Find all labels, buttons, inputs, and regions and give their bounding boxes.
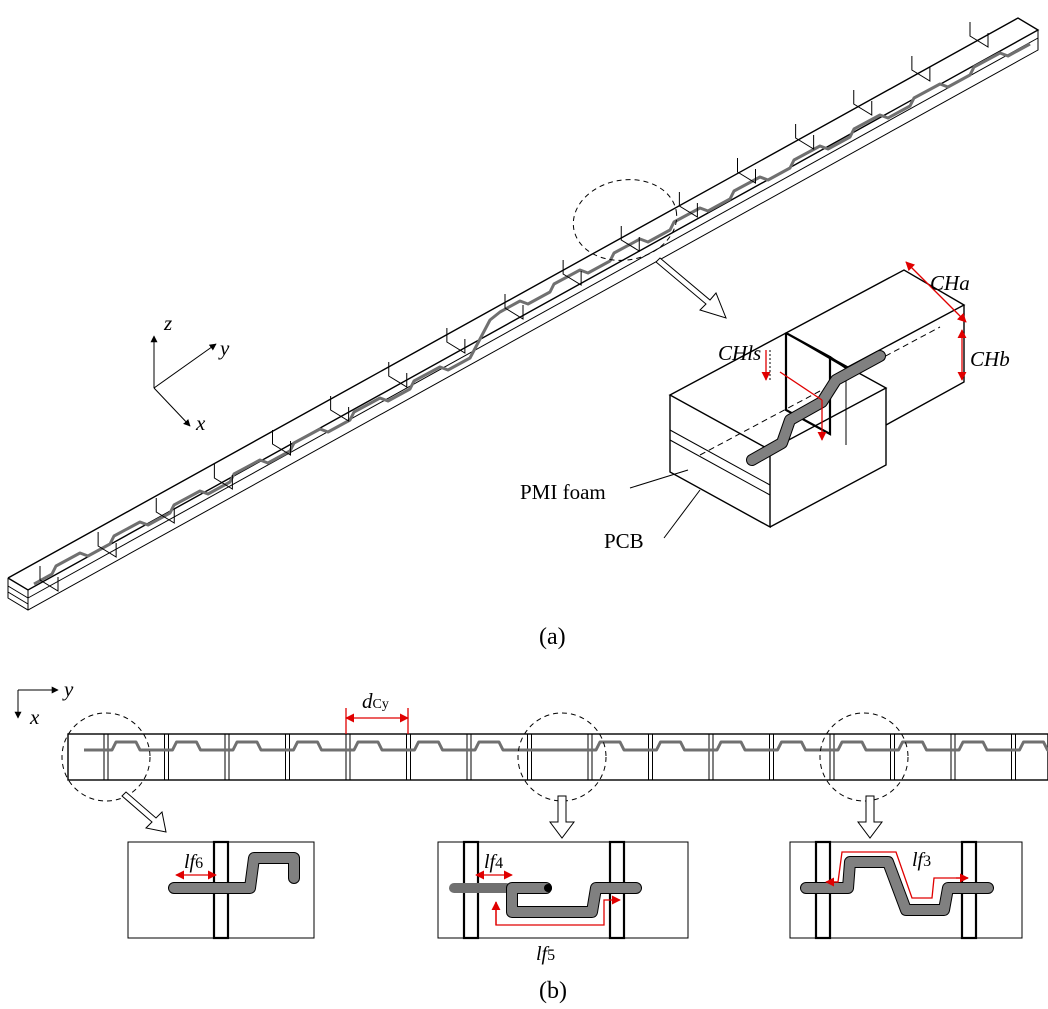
top-view-slot (1011, 733, 1016, 781)
zoom-arrow-b2 (549, 795, 575, 839)
array-cell-divider (97, 532, 117, 558)
axis-label-y: y (218, 336, 230, 360)
top-view-slot (164, 733, 169, 781)
top-view-slot (769, 733, 774, 781)
label-lf6: lf6 (184, 851, 203, 873)
array-trace (33, 42, 1031, 586)
axis-b-label-x: x (29, 705, 40, 729)
label-dcy: dCy (362, 689, 389, 713)
zoom-circle-a (572, 179, 678, 261)
zoom-arrow-b1 (121, 791, 167, 833)
detail-box-lf6 (127, 840, 315, 940)
array-cell-divider (446, 328, 466, 354)
array-cell-divider (330, 396, 350, 422)
zoom-circle-b1 (61, 712, 151, 802)
array-cell-divider (504, 294, 524, 320)
panel-a-caption: (a) (539, 624, 566, 650)
array-cell-divider (388, 362, 408, 388)
top-view-slot (829, 733, 835, 781)
array-cell-divider (272, 430, 291, 456)
top-view-slot (950, 733, 956, 781)
zoom-arrow-a (655, 257, 727, 319)
label-chb: CHb (970, 347, 1010, 371)
array-cell-divider (678, 192, 698, 218)
array-cell-divider (911, 56, 931, 82)
array-cell-divider (213, 464, 233, 490)
label-cha: CHa (930, 271, 970, 295)
array-cell-divider (155, 498, 175, 524)
axis-label-z: z (163, 311, 172, 335)
top-view-slot (224, 733, 230, 781)
array-cell-divider (737, 158, 756, 184)
top-view-slot (406, 733, 411, 781)
top-view-slot (466, 733, 472, 781)
top-view-slot (708, 733, 714, 781)
label-pmi-foam: PMI foam (520, 480, 606, 504)
axis-label-x: x (195, 411, 206, 435)
top-view-slot (890, 733, 895, 781)
label-lf3: lf3 (912, 849, 931, 871)
array-cell-divider (795, 124, 815, 150)
top-view-slot (587, 733, 593, 781)
array-cell-divider (620, 226, 640, 252)
dim-dcy (345, 708, 409, 734)
array-top-view (67, 733, 1048, 781)
label-lf4: lf4 (484, 851, 503, 873)
array-cell-divider (969, 22, 989, 48)
unit-cell-detail (629, 261, 967, 539)
panel-b-caption: (b) (539, 978, 567, 1004)
label-lf5: lf5 (536, 943, 555, 965)
zoom-circle-b2 (517, 712, 607, 802)
axis-triad-b: y x (14, 677, 74, 729)
panel-a-array-isometric (7, 17, 1040, 611)
top-view-slot (103, 733, 109, 781)
array-cell-dividers (39, 22, 989, 592)
array-cell-divider (39, 566, 59, 592)
label-pcb: PCB (604, 529, 644, 553)
detail-box-lf3 (789, 840, 1023, 940)
array-cell-divider (562, 260, 582, 286)
top-view-slot (345, 733, 351, 781)
axis-triad-a: z y x (150, 311, 230, 435)
top-view-trace (84, 740, 1048, 752)
zoom-circle-b3 (819, 712, 909, 802)
label-chls: CHls (718, 341, 761, 365)
axis-b-label-y: y (62, 677, 74, 701)
top-view-slot (648, 733, 653, 781)
detail-box-lf4-lf5 (437, 840, 689, 940)
top-view-cells (84, 733, 1048, 781)
array-cell-divider (853, 90, 873, 116)
top-view-slot (285, 733, 290, 781)
zoom-arrow-b3 (857, 795, 883, 839)
top-view-slot (527, 733, 532, 781)
